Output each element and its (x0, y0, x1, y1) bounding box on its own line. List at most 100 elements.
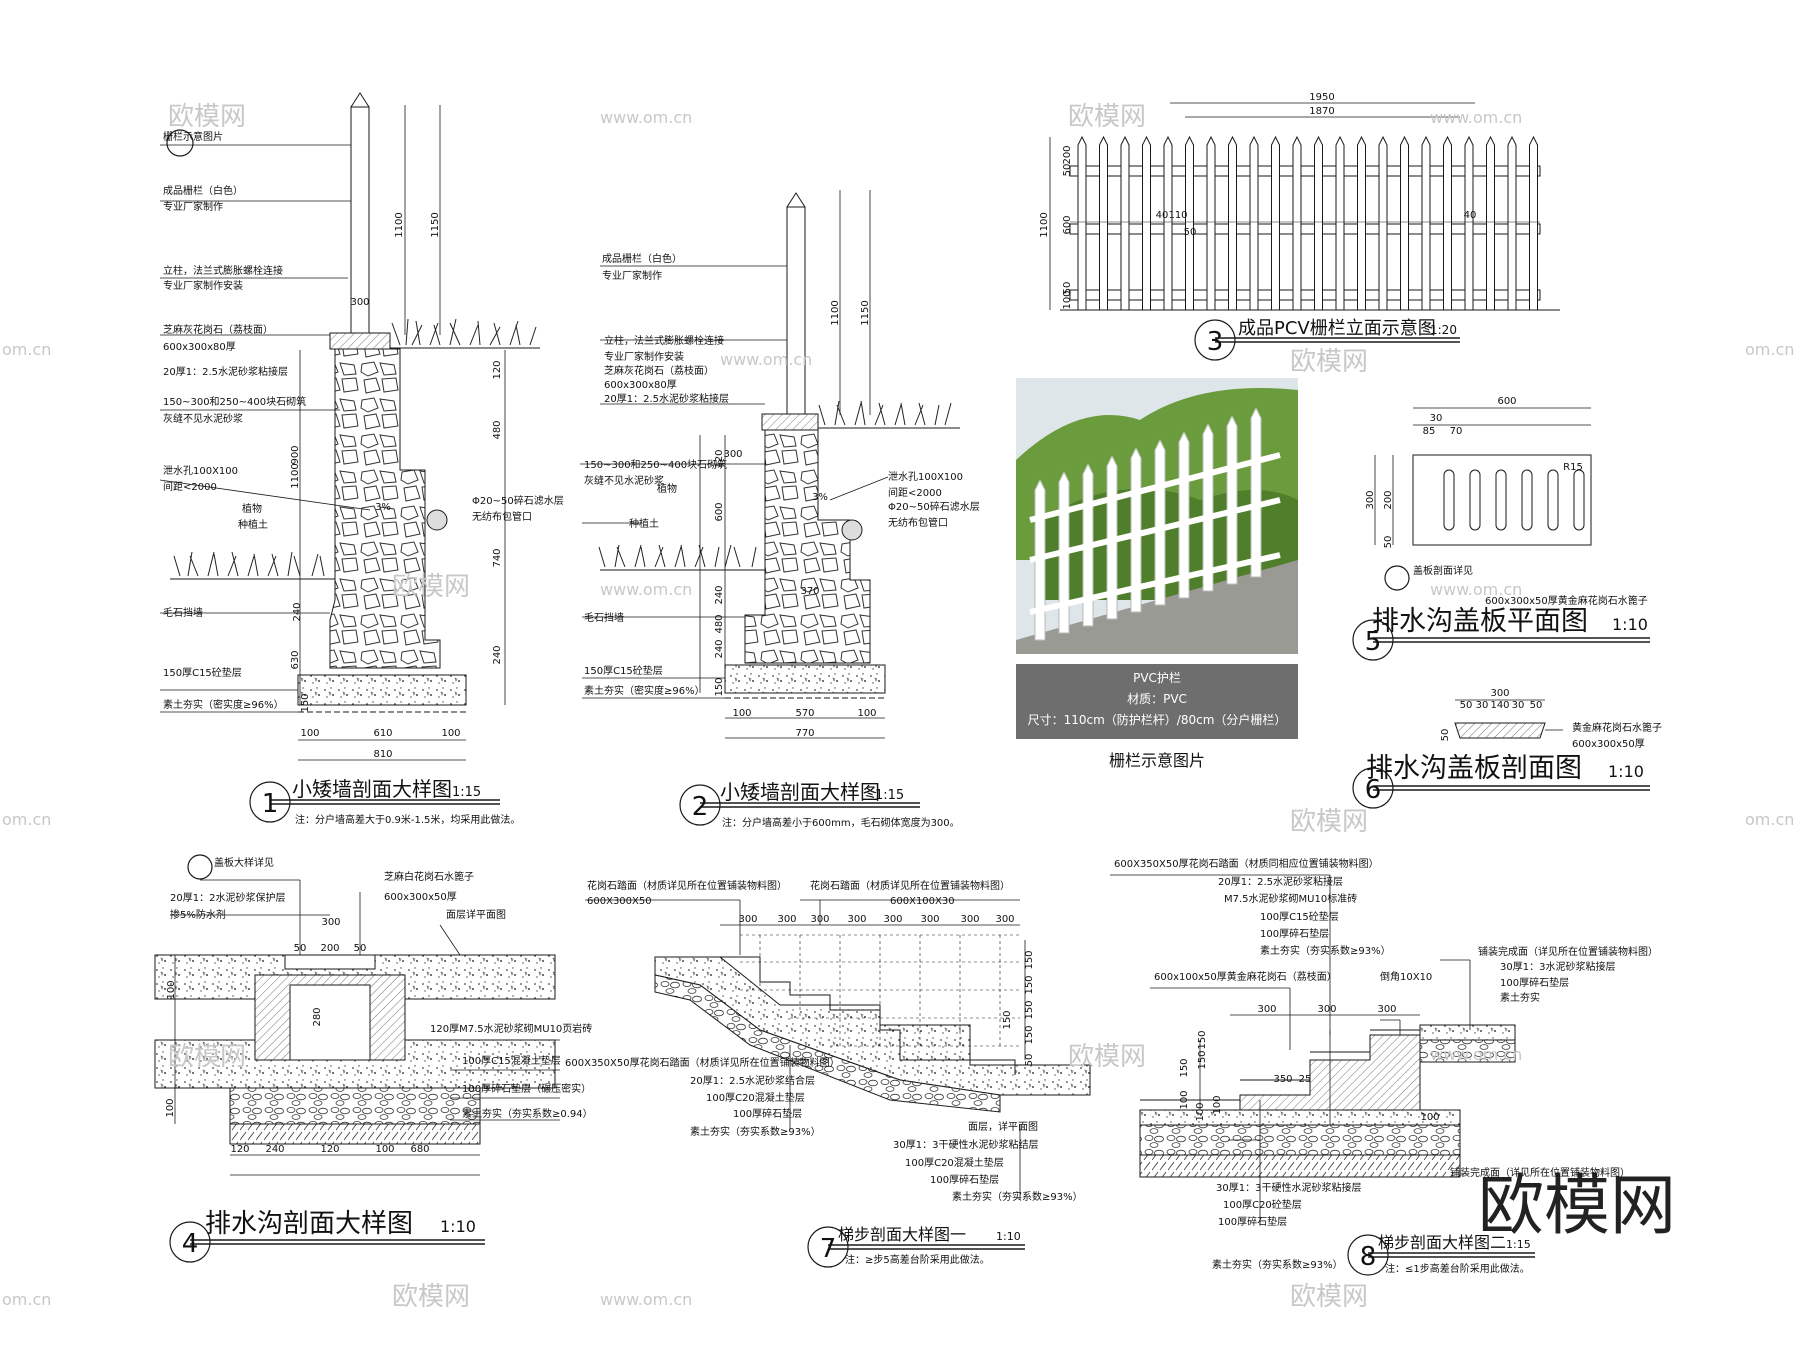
d1-label-7: 20厚1：2.5水泥砂浆粘接层 (163, 365, 288, 378)
d2-label-12: 间距<2000 (888, 486, 942, 499)
fence-picket (1335, 135, 1345, 310)
d4-label-2: 600x300x50厚 (384, 891, 457, 903)
d8-dim-1: 300 (1317, 1004, 1336, 1015)
d8-label-15: 100厚碎石垫层 (1218, 1215, 1287, 1228)
detail-8-note: 注：≤1步高差台阶采用此做法。 (1385, 1262, 1530, 1275)
d4-dim-6: 100 (165, 1098, 176, 1117)
d3-dim-5: 600 (1062, 215, 1073, 234)
d7-label-10: 30厚1：3干硬性水泥砂浆粘结层 (893, 1138, 1038, 1151)
d8-label-8: 30厚1：3水泥砂浆粘接层 (1500, 960, 1615, 973)
d2-dim-9: 100 (732, 708, 751, 719)
d8-dim-4: 25 (1299, 1074, 1312, 1085)
d7-label-3: 600X100X30 (890, 896, 955, 907)
granite-cap (761, 413, 819, 431)
d7-dim-5: 300 (920, 914, 939, 925)
fence-picket (1185, 135, 1194, 310)
d1-label-1: 成品栅栏（白色） (163, 184, 243, 197)
svg-text:欧模网: 欧模网 (1290, 1282, 1368, 1312)
d4-dim-10: 100 (375, 1144, 394, 1155)
rubble-wall (744, 429, 871, 664)
gravel-layer (1139, 1124, 1461, 1156)
d6-dim-4: 30 (1512, 700, 1525, 711)
d6-dim-3: 140 (1490, 700, 1509, 711)
drain-filter (841, 519, 863, 541)
d7-dim-3: 300 (847, 914, 866, 925)
d7-label-13: 素土夯实（夯实系数≥93%） (952, 1190, 1083, 1203)
d8-label-1: 20厚1：2.5水泥砂浆粘接层 (1218, 875, 1343, 888)
d4-dim-7: 120 (230, 1144, 249, 1155)
d5-dim-7: R15 (1563, 462, 1583, 473)
d4-dim-3: 50 (354, 943, 367, 954)
svg-text:欧模网: 欧模网 (1290, 807, 1368, 837)
d1-dim-2: 300 (350, 297, 369, 308)
title-underlines (190, 337, 1650, 1258)
upper-paving (1419, 1024, 1516, 1041)
grate-cover (284, 954, 376, 970)
d7-dim-1: 300 (777, 914, 796, 925)
rail-top (1069, 165, 1541, 177)
d8-label-11: 倒角10X10 (1380, 971, 1432, 983)
d1-dim-7: 740 (492, 548, 503, 567)
d5-dim-1: 30 (1430, 413, 1443, 424)
d1-label-13: 种植土 (238, 518, 268, 531)
detail-7-stair-section (585, 899, 1091, 1200)
d4-label-4: 掺5%防水剂 (170, 908, 226, 921)
d8-label-13: 30厚1：3干硬性水泥砂浆粘接层 (1216, 1181, 1361, 1194)
d7-label-2: 花岗石踏面（材质详见所在位置铺装物料图） (810, 879, 1010, 892)
d2-label-16: 150厚C15砼垫层 (584, 664, 663, 677)
d2-dim-8: 370 (800, 586, 819, 597)
svg-text:www.om.cn: www.om.cn (600, 580, 692, 599)
d2-dim-6: 240 (714, 639, 725, 658)
d7-label-11: 100厚C20混凝土垫层 (905, 1156, 1004, 1169)
d2-dim-10: 570 (795, 708, 814, 719)
d1-dim-5: 900 (290, 445, 301, 464)
d2-label-4: 芝麻灰花岗石（荔枝面） (604, 364, 714, 377)
d2-dim-3: 600 (714, 502, 725, 521)
d2-dim-12: 770 (795, 728, 814, 739)
d4-dim-9: 120 (320, 1144, 339, 1155)
d1-dim-4: 480 (492, 420, 503, 439)
fence-picket (1357, 135, 1366, 310)
d3-dim-8: 40 (1156, 210, 1169, 221)
trench-void (289, 984, 371, 1061)
d1-dim-15: 810 (373, 749, 392, 760)
detail-2-scale: 1:15 (875, 788, 904, 803)
fence-picket (1400, 135, 1409, 310)
fence-picket (1421, 135, 1431, 310)
detail-7-note: 注：≥步5高差台阶采用此做法。 (845, 1253, 990, 1266)
d8-label-5: 素土夯实（夯实系数≥93%） (1260, 944, 1391, 957)
detail-2-note: 注：分户墙高差小于600mm，毛石砌体宽度为300。 (722, 816, 960, 829)
fence-picket (1206, 135, 1216, 310)
d2-label-11: 泄水孔100X100 (888, 470, 963, 483)
detail-8-title: 梯步剖面大样图二 (1378, 1233, 1506, 1252)
d1-dim-12: 100 (300, 728, 319, 739)
fence-picket (1120, 135, 1130, 310)
detail-3-scale: 1:20 (1430, 323, 1457, 337)
d3-dim-10: 50 (1184, 227, 1197, 238)
d1-label-0: 栅栏示意图片 (163, 130, 223, 143)
fence-picket (1249, 135, 1259, 310)
d1-label-10: 泄水孔100X100 (163, 464, 238, 477)
svg-text:www.om.cn: www.om.cn (600, 108, 692, 127)
d8-label-4: 100厚碎石垫层 (1260, 927, 1329, 940)
detail-6-title: 排水沟盖板剖面图 (1366, 753, 1582, 784)
d2-dim-5: 480 (714, 614, 725, 633)
d6-dim-6: 50 (1440, 729, 1451, 742)
d8-dim-8: 100 (1195, 1102, 1206, 1121)
d8-dim-7: 150 (1197, 1030, 1208, 1049)
photo-rail (1029, 552, 1281, 615)
drain-slot (1573, 469, 1585, 531)
fence-picket (1378, 135, 1388, 310)
d1-dim-0: 1100 (394, 212, 405, 237)
d2-label-15: 毛石挡墙 (584, 611, 624, 624)
detail-1-title: 小矮墙剖面大样图 (292, 777, 452, 801)
cover-section (1454, 722, 1546, 739)
soil-layer (1139, 1154, 1461, 1178)
d1-dim-13: 610 (373, 728, 392, 739)
soil-layer (229, 1123, 481, 1145)
d1-label-18: 无纺布包管口 (472, 510, 532, 523)
d8-dim-0: 300 (1257, 1004, 1276, 1015)
svg-text:欧模网: 欧模网 (392, 572, 470, 602)
d4-label-3: 20厚1：2水泥砂浆保护层 (170, 891, 285, 904)
